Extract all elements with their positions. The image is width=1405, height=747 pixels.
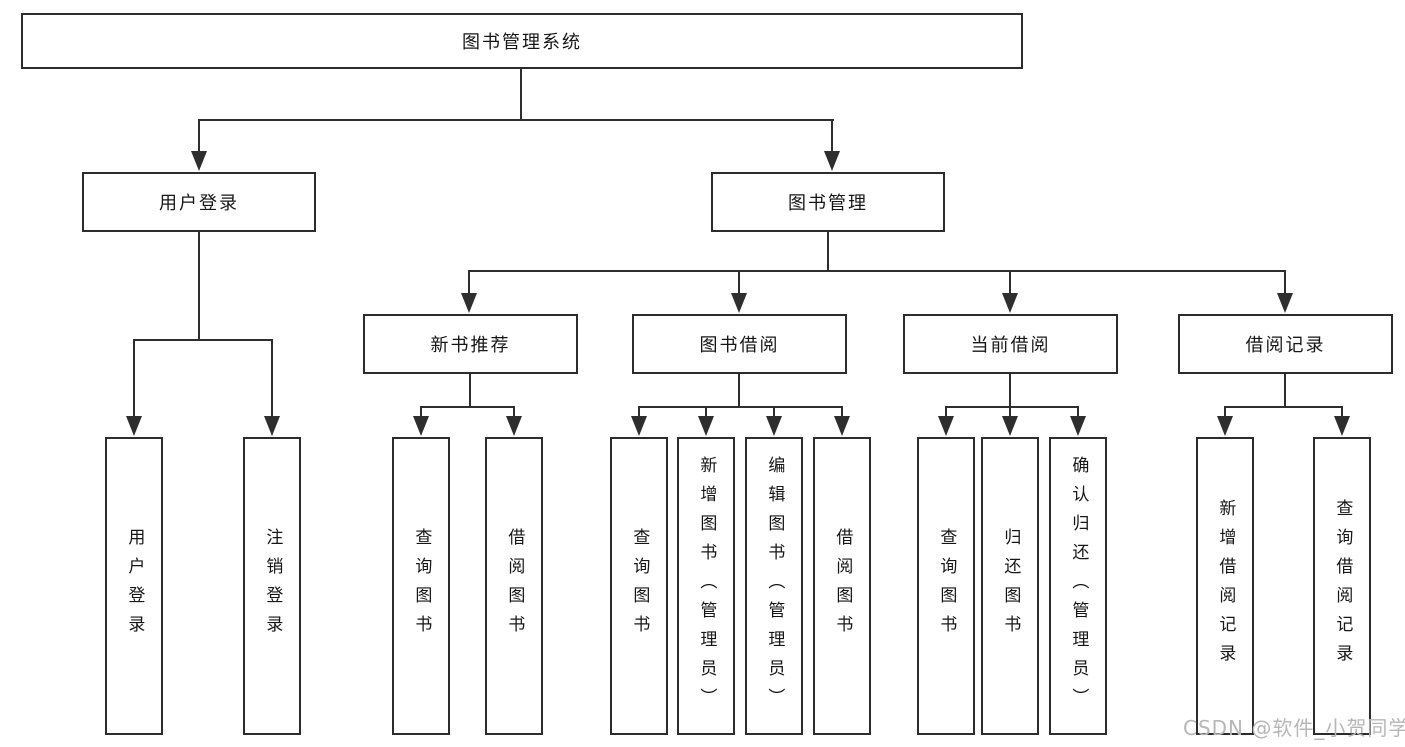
- connector-arrow-book-borrowing: [731, 271, 747, 313]
- leaf-recommend-query-books: 查询图书: [392, 437, 450, 735]
- connector-recommendation-crossbar: [420, 406, 515, 408]
- connector-borrowing-stem: [738, 374, 740, 408]
- leaf-current-return-books: 归还图书: [981, 437, 1039, 735]
- leaf-logout-login: 注销登录: [243, 437, 301, 735]
- leaf-current-confirm-return-admin: 确认归还（管理员）: [1049, 437, 1107, 735]
- leaf-label: 借阅图书: [504, 528, 525, 644]
- connector-arrow-recommend-query-books: [413, 407, 429, 436]
- leaf-label: 借阅图书: [832, 528, 853, 644]
- connector-arrow-new-book-recommendation: [461, 271, 477, 313]
- connector-recommendation-stem: [469, 374, 471, 408]
- leaf-user-login: 用户登录: [105, 437, 163, 735]
- leaf-label: 查询图书: [411, 528, 432, 644]
- leaf-borrowing-borrow-books: 借阅图书: [813, 437, 871, 735]
- node-book-management: 图书管理: [711, 172, 945, 232]
- connector-book-management-stem: [827, 232, 829, 272]
- connector-arrow-borrowing-borrow-books: [834, 407, 850, 436]
- leaf-label: 用户登录: [124, 528, 145, 644]
- connector-arrow-book-management: [824, 120, 840, 171]
- connector-arrow-recommend-borrow-books: [506, 407, 522, 436]
- leaf-records-add-record: 新增借阅记录: [1196, 437, 1254, 735]
- node-user-login: 用户登录: [82, 172, 316, 232]
- leaf-borrowing-add-books-admin: 新增图书（管理员）: [677, 437, 735, 735]
- connector-user-login-crossbar: [133, 339, 273, 341]
- node-library-management-system: 图书管理系统: [21, 13, 1023, 69]
- leaf-recommend-borrow-books: 借阅图书: [485, 437, 543, 735]
- node-label: 图书借阅: [699, 335, 780, 356]
- connector-arrow-current-return-books: [1002, 407, 1018, 436]
- node-label: 用户登录: [159, 193, 239, 214]
- leaf-label: 查询图书: [936, 528, 957, 644]
- connector-arrow-current-query-books: [938, 407, 954, 436]
- leaf-records-query-record: 查询借阅记录: [1313, 437, 1371, 735]
- connector-records-crossbar: [1224, 406, 1343, 408]
- connector-arrow-current-borrowing: [1002, 271, 1018, 313]
- connector-arrow-leaf-user-login: [126, 340, 142, 436]
- connector-arrow-records-query-record: [1334, 407, 1350, 436]
- leaf-label: 确认归还（管理员）: [1068, 455, 1089, 717]
- leaf-label: 归还图书: [1000, 528, 1021, 644]
- connector-arrow-user-login: [191, 120, 207, 171]
- node-label: 借阅记录: [1245, 335, 1326, 356]
- connector-book-management-crossbar: [468, 270, 1286, 272]
- csdn-watermark: CSDN @软件_小贺同学: [1183, 716, 1405, 740]
- connector-arrow-borrowing-records: [1277, 271, 1293, 313]
- connector-arrow-current-confirm-return: [1070, 407, 1086, 436]
- node-label: 图书管理: [788, 193, 868, 214]
- connector-records-stem: [1284, 374, 1286, 408]
- connector-arrow-leaf-logout: [264, 340, 280, 436]
- leaf-current-query-books: 查询图书: [917, 437, 975, 735]
- node-label: 新书推荐: [430, 335, 511, 356]
- connector-borrowing-crossbar: [638, 406, 843, 408]
- leaf-label: 查询借阅记录: [1332, 499, 1353, 673]
- connector-arrow-borrowing-query-books: [631, 407, 647, 436]
- leaf-label: 新增借阅记录: [1215, 499, 1236, 673]
- connector-root-stem: [520, 69, 522, 121]
- node-label: 当前借阅: [970, 335, 1051, 356]
- leaf-label: 注销登录: [262, 528, 283, 644]
- leaf-borrowing-edit-books-admin: 编辑图书（管理员）: [745, 437, 803, 735]
- connector-arrow-borrowing-add-books: [698, 407, 714, 436]
- connector-root-crossbar: [198, 119, 834, 121]
- connector-user-login-stem: [198, 232, 200, 341]
- node-borrowing-records: 借阅记录: [1178, 314, 1393, 374]
- node-current-borrowing: 当前借阅: [903, 314, 1118, 374]
- connector-current-stem: [1009, 374, 1011, 408]
- leaf-borrowing-query-books: 查询图书: [610, 437, 668, 735]
- node-book-borrowing: 图书借阅: [632, 314, 847, 374]
- leaf-label: 编辑图书（管理员）: [764, 455, 785, 717]
- connector-arrow-records-add-record: [1217, 407, 1233, 436]
- node-new-book-recommendation: 新书推荐: [363, 314, 578, 374]
- connector-current-crossbar: [945, 406, 1079, 408]
- connector-arrow-borrowing-edit-books: [766, 407, 782, 436]
- node-label: 图书管理系统: [462, 32, 582, 53]
- leaf-label: 新增图书（管理员）: [696, 455, 717, 717]
- leaf-label: 查询图书: [629, 528, 650, 644]
